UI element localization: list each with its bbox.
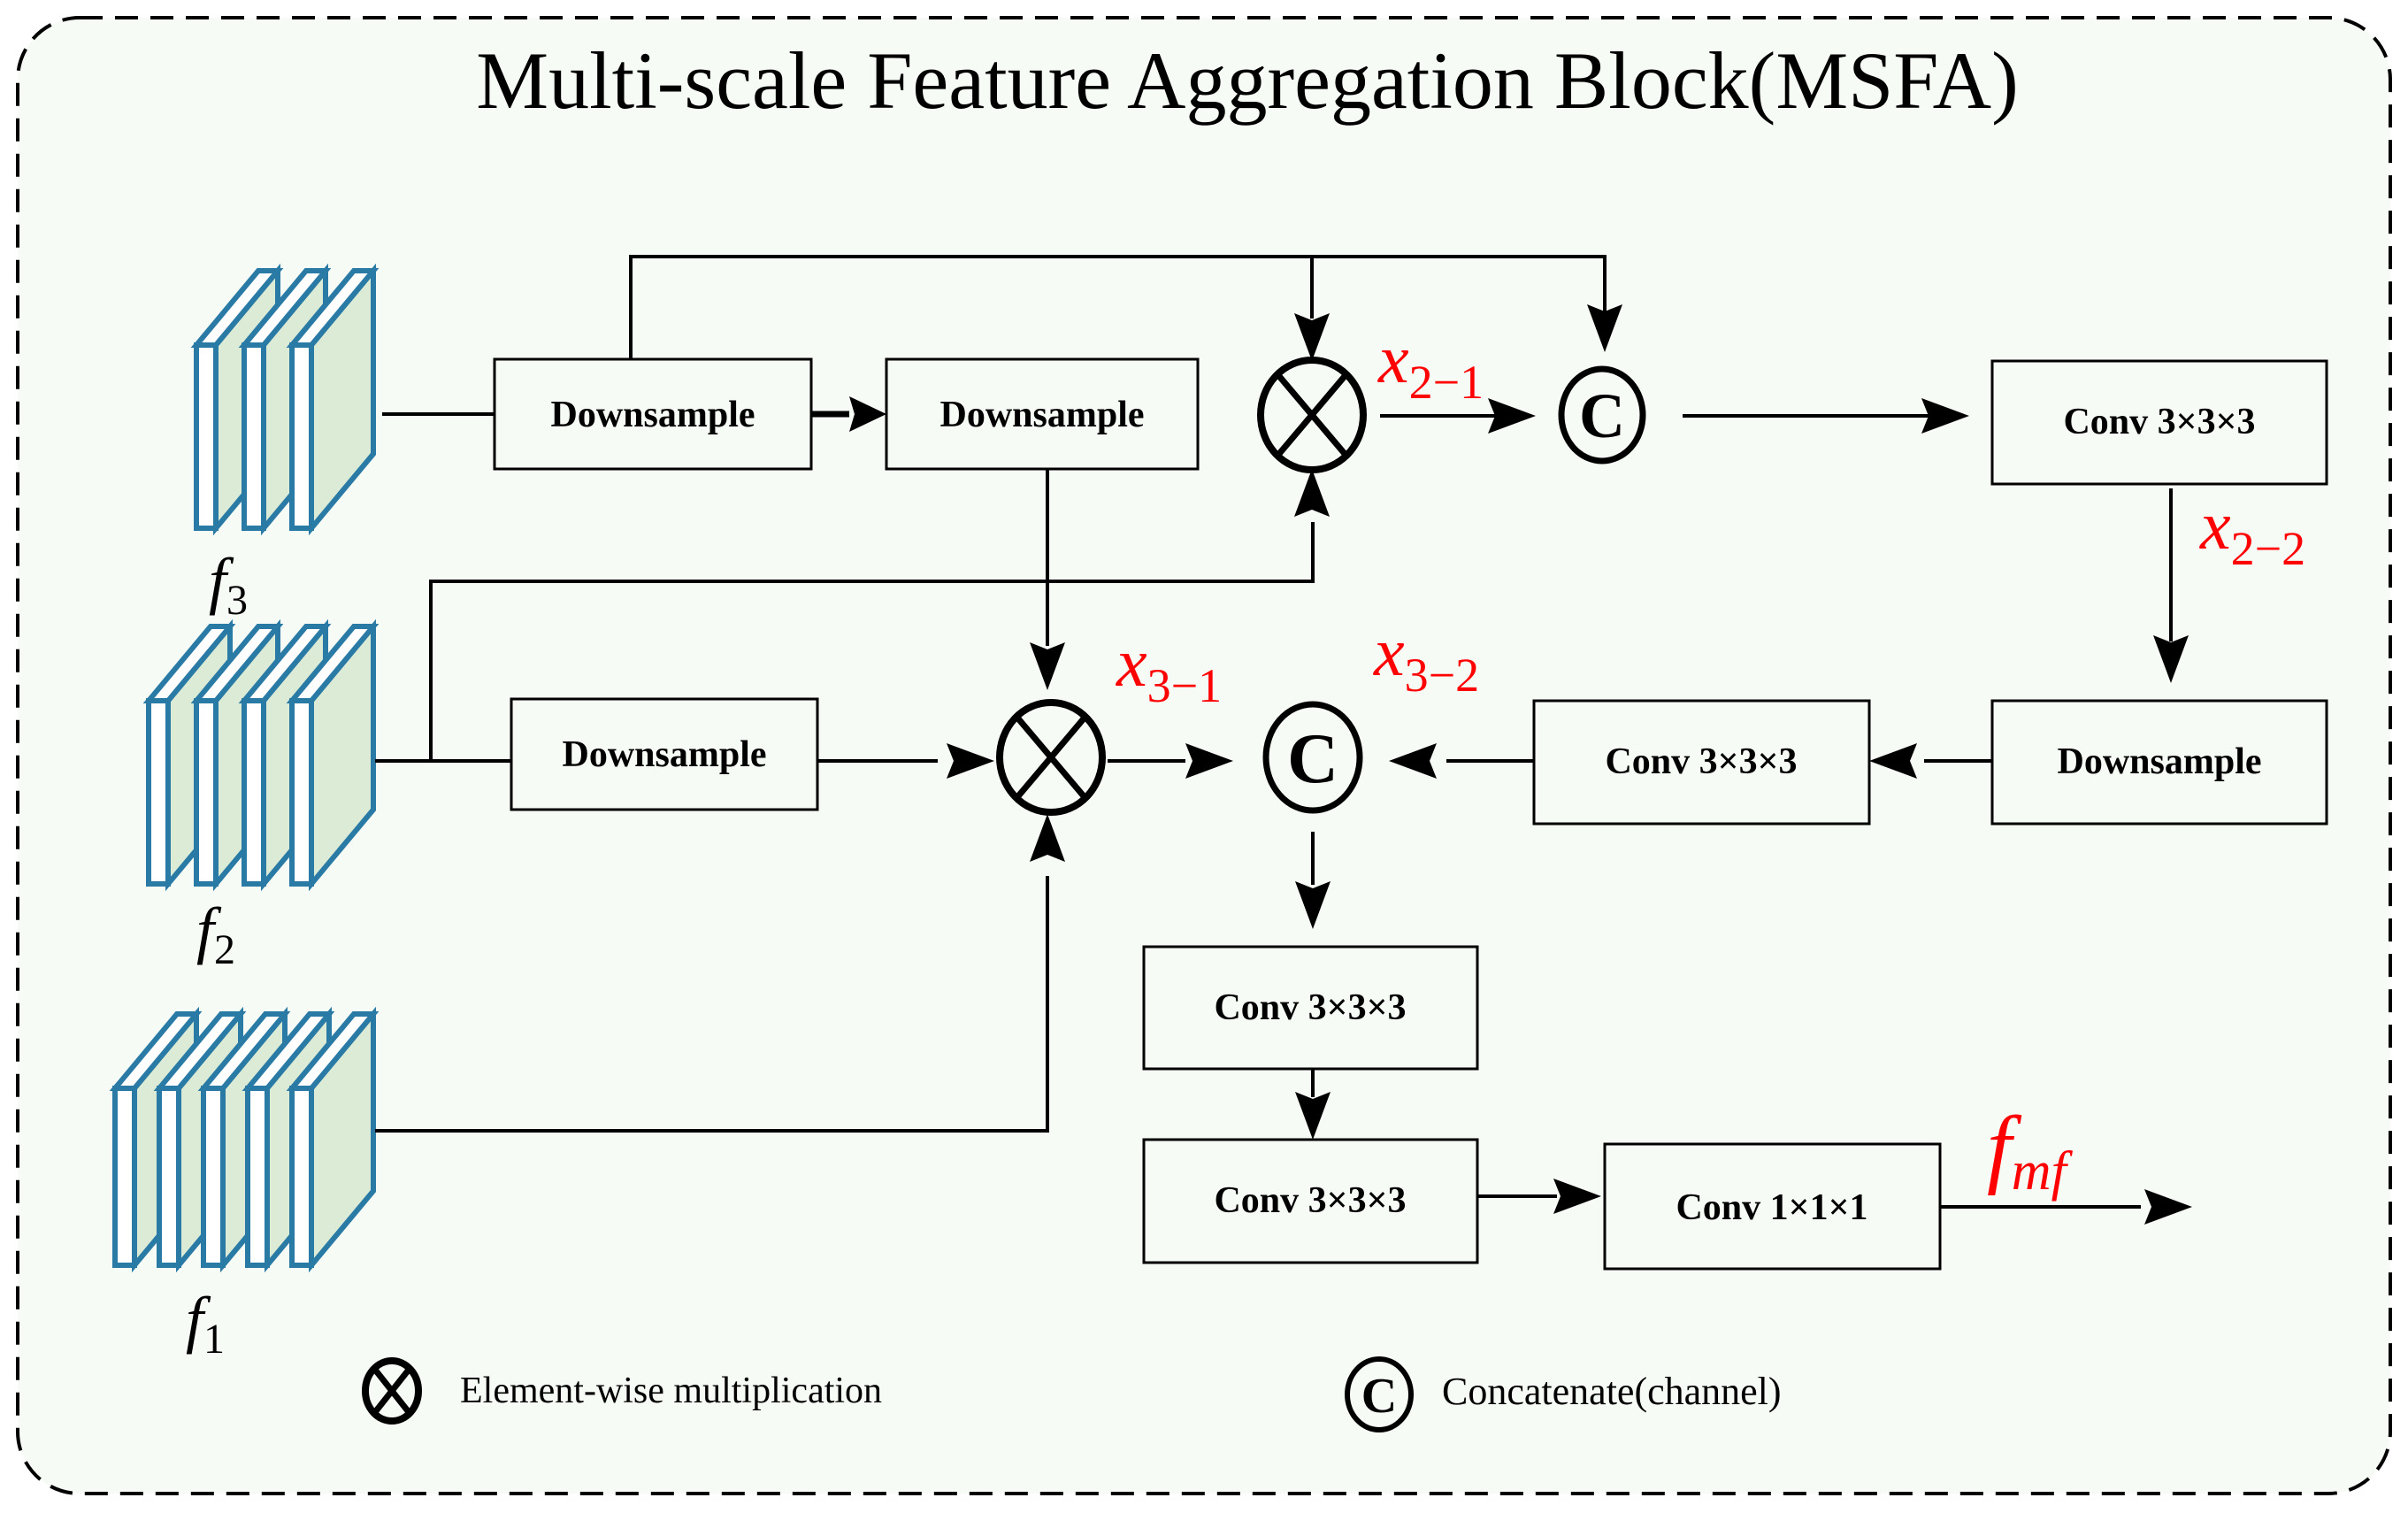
concat-operator-mid: C xyxy=(1262,701,1363,814)
downsample-mid-label: Downsample xyxy=(562,734,766,775)
conv-a-box xyxy=(1142,945,1479,1071)
diagram-title: Multi-scale Feature Aggregation Block(MS… xyxy=(476,35,2018,126)
svg-text:C: C xyxy=(1287,720,1338,798)
conv-1x1-label: Conv 1×1×1 xyxy=(1676,1187,1867,1228)
conv-mid-box xyxy=(1532,699,1871,826)
arrowhead xyxy=(2144,1189,2192,1225)
arrowhead xyxy=(1030,642,1065,690)
concat-icon: C xyxy=(1345,1356,1414,1432)
downsample-mid-box xyxy=(510,697,819,811)
feature-slice xyxy=(286,618,380,892)
legend-concat-label: Concatenate(channel) xyxy=(1442,1370,1782,1413)
downsample-right-label: Downsample xyxy=(2057,741,2261,782)
var-x3-1: x3−1 xyxy=(1116,624,1222,712)
feature-stack-f3 xyxy=(190,263,380,536)
arrowhead xyxy=(947,743,994,779)
arrowheads xyxy=(849,304,2192,1225)
concat-operator-top: C xyxy=(1558,365,1646,465)
feature-stack-f2 xyxy=(142,618,380,892)
multiply-operator-mid xyxy=(996,699,1106,816)
arrowhead xyxy=(1295,1092,1331,1140)
conv-1x1-box xyxy=(1603,1142,1942,1271)
downsample-top-1-box xyxy=(493,357,813,471)
conv-a-label: Conv 3×3×3 xyxy=(1214,987,1406,1028)
svg-text:C: C xyxy=(1579,380,1625,451)
arrowhead xyxy=(849,396,886,432)
var-fmf: fmf xyxy=(1987,1098,2074,1202)
conv-b-label: Conv 3×3×3 xyxy=(1214,1180,1406,1221)
arrowhead xyxy=(1869,743,1917,779)
svg-text:C: C xyxy=(1361,1369,1397,1424)
input-label-f3: f3 xyxy=(209,545,248,624)
arrowhead xyxy=(1185,743,1233,779)
multiply-operator-top xyxy=(1257,357,1367,473)
legend-multiply-label: Element-wise multiplication xyxy=(460,1371,882,1411)
downsample-top-1-label: Downsample xyxy=(550,395,755,435)
arrowhead xyxy=(1030,814,1065,862)
var-x3-2: x3−2 xyxy=(1373,613,1479,702)
arrowhead xyxy=(1295,881,1331,929)
conv-mid-label: Conv 3×3×3 xyxy=(1605,741,1797,782)
arrowhead xyxy=(1294,469,1330,517)
arrowhead xyxy=(1921,398,1969,434)
feature-slice xyxy=(286,1006,380,1273)
var-x2-1: x2−1 xyxy=(1377,320,1484,409)
arrowhead xyxy=(2153,635,2189,683)
legend-multiply: Element-wise multiplication xyxy=(362,1357,882,1425)
arrowhead xyxy=(1294,313,1330,361)
downsample-top-2-box xyxy=(885,357,1200,471)
feature-stack-f1 xyxy=(109,1006,380,1273)
arrowhead xyxy=(1488,398,1536,434)
legend-concat: C Concatenate(channel) xyxy=(1345,1356,1782,1432)
arrowhead xyxy=(1587,304,1622,352)
connectors xyxy=(375,255,2173,1209)
conv-top-right-box xyxy=(1990,359,2328,486)
conv-b-box xyxy=(1142,1138,1479,1264)
arrowhead xyxy=(1553,1179,1601,1214)
var-x2-2: x2−2 xyxy=(2199,487,2305,575)
downsample-top-2-label: Downsample xyxy=(939,395,1144,435)
conv-top-right-label: Conv 3×3×3 xyxy=(2063,402,2255,442)
multiply-icon xyxy=(362,1357,422,1425)
arrowhead xyxy=(1389,743,1437,779)
downsample-right-box xyxy=(1990,699,2328,826)
feature-slice xyxy=(286,263,380,536)
